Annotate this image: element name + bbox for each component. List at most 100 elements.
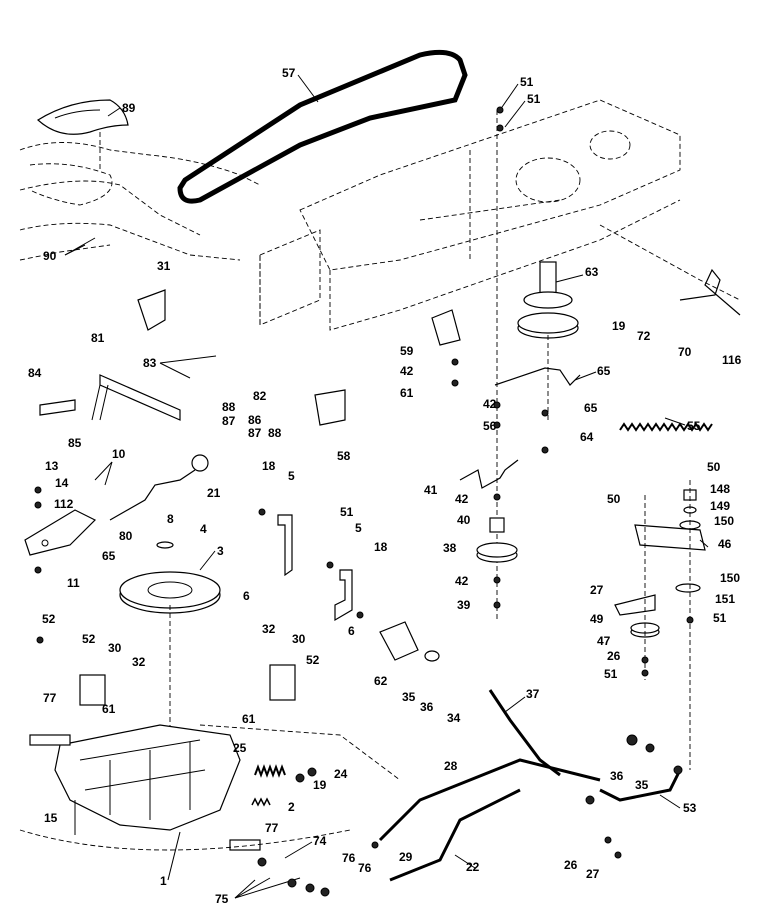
bracket-5a bbox=[277, 514, 293, 577]
label-75: 75 bbox=[215, 892, 229, 906]
shift-linkage bbox=[39, 374, 209, 521]
label-26: 26 bbox=[564, 858, 578, 872]
label-27: 27 bbox=[590, 583, 604, 597]
label-89: 89 bbox=[122, 101, 136, 115]
label-3: 3 bbox=[217, 544, 224, 558]
label-61: 61 bbox=[102, 702, 116, 716]
label-50: 50 bbox=[707, 460, 721, 474]
label-150: 150 bbox=[720, 571, 740, 585]
label-42: 42 bbox=[400, 364, 414, 378]
label-51: 51 bbox=[520, 75, 534, 89]
label-5: 5 bbox=[288, 469, 295, 483]
label-51: 51 bbox=[604, 667, 618, 681]
label-70: 70 bbox=[678, 345, 692, 359]
label-25: 25 bbox=[233, 741, 247, 755]
leader-lines bbox=[64, 74, 709, 899]
label-42: 42 bbox=[483, 397, 497, 411]
pulley-150 bbox=[675, 583, 701, 593]
label-39: 39 bbox=[457, 598, 471, 612]
engine-pulley bbox=[517, 261, 579, 420]
label-29: 29 bbox=[399, 850, 413, 864]
label-77: 77 bbox=[265, 821, 279, 835]
label-51: 51 bbox=[340, 505, 354, 519]
idler-arm-41 bbox=[459, 459, 519, 489]
label-85: 85 bbox=[68, 436, 82, 450]
bracket-49 bbox=[614, 594, 656, 616]
label-52: 52 bbox=[82, 632, 96, 646]
label-57: 57 bbox=[282, 66, 296, 80]
label-31: 31 bbox=[157, 259, 171, 273]
label-42: 42 bbox=[455, 492, 469, 506]
label-62: 62 bbox=[374, 674, 388, 688]
label-72: 72 bbox=[637, 329, 651, 343]
label-11: 11 bbox=[67, 576, 80, 590]
label-4: 4 bbox=[200, 522, 207, 536]
label-40: 40 bbox=[457, 513, 471, 527]
label-149: 149 bbox=[710, 499, 730, 513]
label-87: 87 bbox=[248, 426, 262, 440]
label-51: 51 bbox=[713, 611, 727, 625]
spacer-62 bbox=[379, 621, 440, 662]
label-6: 6 bbox=[243, 589, 250, 603]
label-77: 77 bbox=[43, 691, 57, 705]
bracket-31 bbox=[137, 289, 166, 331]
idler-rod-65 bbox=[494, 367, 581, 386]
label-18: 18 bbox=[262, 459, 276, 473]
label-42: 42 bbox=[455, 574, 469, 588]
label-35: 35 bbox=[402, 690, 416, 704]
label-116: 116 bbox=[722, 353, 742, 367]
label-36: 36 bbox=[610, 769, 624, 783]
label-36: 36 bbox=[420, 700, 434, 714]
label-65: 65 bbox=[597, 364, 611, 378]
label-150: 150 bbox=[714, 514, 734, 528]
label-53: 53 bbox=[683, 801, 697, 815]
spring-25 bbox=[254, 764, 286, 778]
seat-part bbox=[37, 99, 129, 172]
label-37: 37 bbox=[526, 687, 540, 701]
label-30: 30 bbox=[292, 632, 306, 646]
body-shroud-outline bbox=[19, 142, 261, 261]
label-52: 52 bbox=[306, 653, 320, 667]
label-90: 90 bbox=[43, 249, 57, 263]
label-64: 64 bbox=[580, 430, 594, 444]
bracket-58 bbox=[314, 389, 346, 426]
label-63: 63 bbox=[585, 265, 599, 279]
bracket-48 bbox=[634, 489, 706, 551]
frame-outline bbox=[259, 99, 741, 331]
label-83: 83 bbox=[143, 356, 157, 370]
label-87: 87 bbox=[222, 414, 236, 428]
transaxle bbox=[19, 724, 401, 851]
label-151: 151 bbox=[715, 592, 735, 606]
label-82: 82 bbox=[253, 389, 267, 403]
label-50: 50 bbox=[607, 492, 621, 506]
label-19: 19 bbox=[612, 319, 626, 333]
label-38: 38 bbox=[443, 541, 457, 555]
rod-28 bbox=[378, 758, 601, 842]
label-56: 56 bbox=[483, 419, 497, 433]
label-8: 8 bbox=[167, 512, 174, 526]
label-6: 6 bbox=[348, 624, 355, 638]
label-10: 10 bbox=[112, 447, 126, 461]
part-labels: 89 57 51 51 31 90 63 19 72 70 116 81 83 … bbox=[28, 66, 742, 906]
label-5: 5 bbox=[355, 521, 362, 535]
label-18: 18 bbox=[374, 540, 388, 554]
label-32: 32 bbox=[132, 655, 146, 669]
label-19: 19 bbox=[313, 778, 327, 792]
label-88: 88 bbox=[222, 400, 236, 414]
label-80: 80 bbox=[119, 529, 133, 543]
label-65: 65 bbox=[102, 549, 116, 563]
bracket-5b bbox=[334, 569, 353, 622]
label-21: 21 bbox=[207, 486, 221, 500]
label-76: 76 bbox=[358, 861, 372, 875]
label-84: 84 bbox=[28, 366, 42, 380]
bracket-30a bbox=[79, 674, 106, 706]
label-88: 88 bbox=[268, 426, 282, 440]
label-51: 51 bbox=[527, 92, 541, 106]
idler-pulley-38 bbox=[476, 517, 518, 563]
label-2: 2 bbox=[288, 800, 295, 814]
label-65: 65 bbox=[584, 401, 598, 415]
label-13: 13 bbox=[45, 459, 59, 473]
label-32: 32 bbox=[262, 622, 276, 636]
label-55: 55 bbox=[687, 419, 701, 433]
